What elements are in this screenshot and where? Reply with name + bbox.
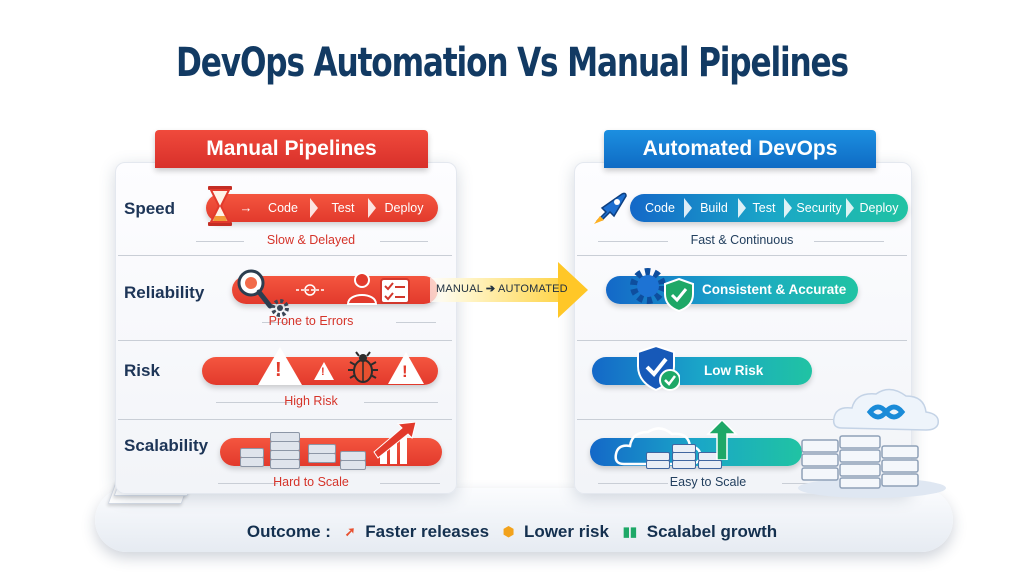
shield-icon: ⬢ (502, 523, 515, 539)
rocket-icon (592, 190, 630, 231)
step-deploy: Deploy (384, 201, 424, 215)
automated-header: Automated DevOps (604, 130, 876, 168)
rocket-icon: ➚ (344, 523, 356, 539)
speed-label: Speed (124, 199, 176, 218)
outcome-label: Outcome : (246, 521, 331, 541)
automated-speed-bar: Code Build Test Security Deploy (630, 194, 908, 222)
manual-reliability-caption: Prone to Errors (268, 314, 354, 328)
chevron-icon (784, 198, 792, 218)
outcome-faster-releases: Faster releases (365, 521, 490, 541)
risk-label: Risk (124, 361, 160, 380)
caption-rule (262, 322, 290, 323)
checklist-icon (380, 278, 410, 309)
page-title: DevOps Automation Vs Manual Pipelines (176, 40, 849, 86)
growth-arrow-icon (706, 418, 738, 465)
caption-rule (218, 483, 278, 484)
manual-speed-bar: Code Test Deploy → (206, 194, 438, 222)
caption-rule (396, 322, 436, 323)
bug-icon (344, 350, 382, 391)
transition-arrow (430, 278, 560, 302)
shield-check-icon (636, 344, 681, 397)
automated-speed-caption: Fast & Continuous (690, 233, 794, 247)
automated-reliability-text: Consistent & Accurate (702, 282, 847, 297)
warning-icon: ! (314, 362, 334, 380)
row-divider (118, 419, 452, 420)
warning-icon: ! (388, 352, 424, 384)
caption-rule (196, 241, 244, 242)
caption-rule (380, 241, 428, 242)
automated-risk-text: Low Risk (704, 363, 764, 378)
gear-icon (628, 266, 668, 311)
chevron-icon (368, 198, 376, 218)
manual-scalability-caption: Hard to Scale (273, 475, 349, 489)
cloud-server-stack-icon (782, 380, 952, 505)
shield-check-icon (664, 277, 694, 317)
bar-chart-icon: ▮▮ (622, 523, 638, 539)
arrow-right-icon: ➔ (485, 283, 496, 295)
row-divider (118, 255, 452, 256)
manual-header: Manual Pipelines (155, 130, 428, 168)
step-build: Build (700, 201, 728, 215)
caption-rule (364, 402, 438, 403)
chevron-icon (310, 198, 318, 218)
scalability-label: Scalability (124, 436, 209, 455)
person-icon (344, 270, 380, 311)
magnifier-icon (236, 268, 274, 319)
reliability-label: Reliability (124, 283, 205, 302)
outcome-stage (95, 488, 953, 552)
caption-rule (380, 483, 440, 484)
automated-scalability-caption: Easy to Scale (669, 475, 747, 489)
outcome-scalable-growth: Scalabel growth (646, 521, 778, 541)
caption-rule (598, 241, 668, 242)
arrow-head-icon (558, 262, 588, 318)
hourglass-icon (206, 186, 234, 231)
step-deploy: Deploy (859, 201, 899, 215)
chevron-icon (846, 198, 854, 218)
caption-rule (814, 241, 884, 242)
row-divider (577, 340, 907, 341)
step-security: Security (796, 201, 842, 215)
gear-icon (270, 298, 290, 323)
caption-rule (216, 402, 292, 403)
row-divider (118, 340, 452, 341)
step-test: Test (752, 201, 776, 215)
manual-risk-caption: High Risk (284, 394, 338, 408)
outcome-lower-risk: Lower risk (523, 521, 609, 541)
manual-speed-caption: Slow & Delayed (266, 233, 356, 247)
step-code: Code (268, 201, 298, 215)
target-icon (296, 280, 324, 305)
caption-rule (598, 483, 668, 484)
row-divider (577, 419, 907, 420)
row-divider (577, 255, 907, 256)
warning-icon: ! (258, 347, 302, 385)
chevron-icon (738, 198, 746, 218)
chevron-icon (684, 198, 692, 218)
step-test: Test (331, 201, 355, 215)
arrow-right-icon: → (239, 200, 253, 215)
transition-to: AUTOMATED (497, 283, 568, 295)
transition-from: MANUAL (436, 283, 483, 295)
transition-label: MANUAL ➔ AUTOMATED (436, 282, 576, 295)
step-code: Code (645, 201, 675, 215)
growth-arrow-icon (372, 421, 422, 469)
automated-risk-bar: Low Risk (592, 357, 812, 385)
outcome-bar: Outcome : ➚ Faster releases ⬢ Lower risk… (0, 521, 1024, 542)
